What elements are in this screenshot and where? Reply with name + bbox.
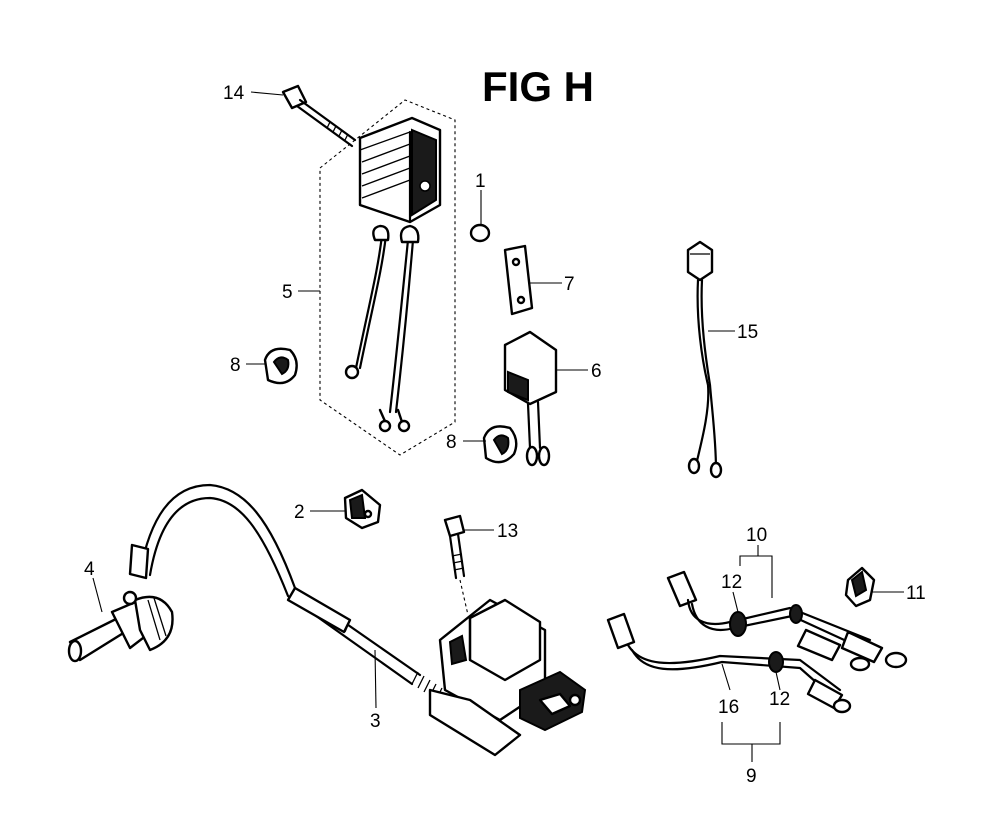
ignition-coil-3 — [128, 483, 587, 757]
callout-4: 4 — [84, 559, 95, 580]
grommet-2 — [343, 488, 382, 530]
figure-title: FIG H — [482, 63, 594, 110]
terminal-11 — [844, 566, 876, 608]
module-6 — [503, 330, 558, 467]
callout-12-upper: 12 — [721, 572, 742, 593]
callout-6: 6 — [591, 361, 602, 382]
bolt-14 — [281, 84, 357, 148]
callout-10: 10 — [746, 525, 767, 546]
callout-13: 13 — [497, 521, 518, 542]
callout-11: 11 — [906, 583, 926, 604]
regulator-rectifier — [344, 116, 442, 433]
callout-7: 7 — [564, 274, 575, 295]
callout-2: 2 — [294, 502, 305, 523]
spark-plug-cap-4 — [67, 590, 174, 663]
leader-lines — [92, 91, 904, 762]
callout-5: 5 — [282, 282, 293, 303]
grommet-8-right — [482, 425, 518, 464]
callout-3: 3 — [370, 711, 381, 732]
callout-9: 9 — [746, 766, 757, 787]
callout-labels: 14 1 5 7 8 6 8 15 2 13 4 3 10 12 11 16 1… — [84, 83, 926, 787]
callout-8-lower: 8 — [446, 432, 457, 453]
collar-1 — [469, 223, 491, 243]
bolt-13 — [443, 514, 469, 616]
callout-12-lower: 12 — [769, 689, 790, 710]
grommet-8-left — [263, 347, 298, 385]
callout-1: 1 — [475, 171, 486, 192]
regulator-assembly-group — [319, 99, 456, 456]
bracket-7 — [503, 244, 534, 316]
harness-15 — [686, 240, 723, 479]
callout-15: 15 — [737, 322, 758, 343]
callout-8-upper: 8 — [230, 355, 241, 376]
callout-14: 14 — [223, 83, 245, 104]
callout-16: 16 — [718, 697, 739, 718]
